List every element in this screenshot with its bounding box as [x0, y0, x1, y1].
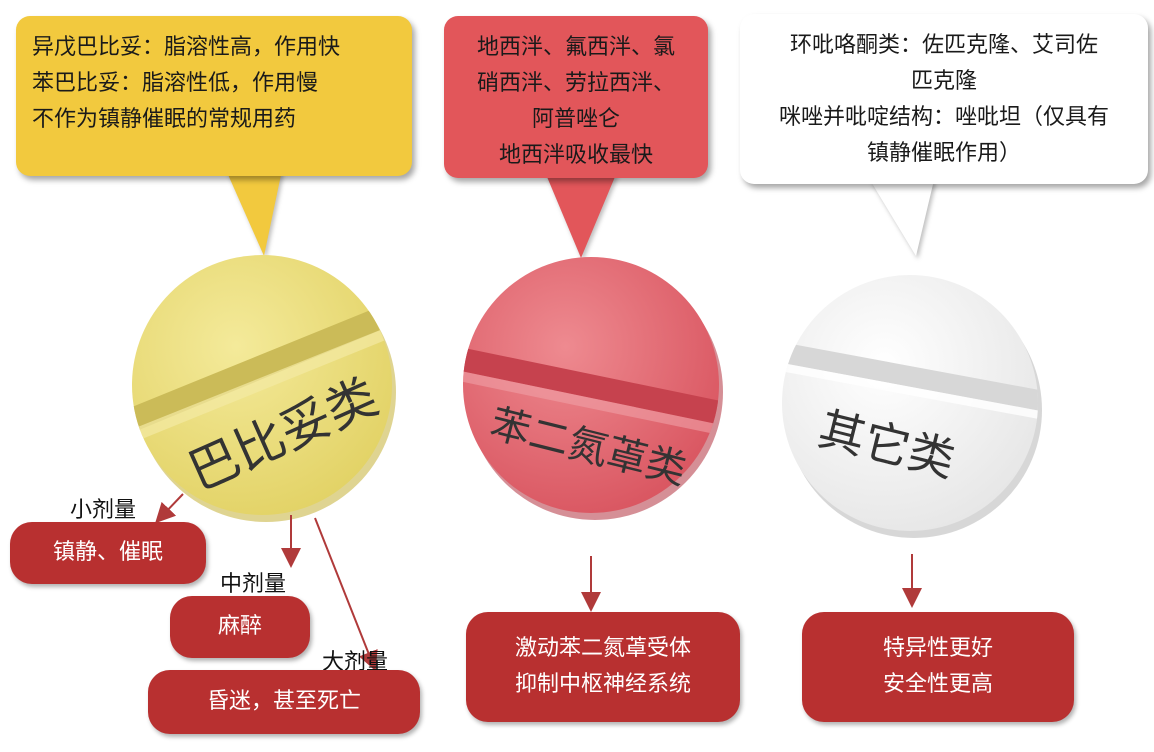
- callout-line: 环吡咯酮类：佐匹克隆、艾司佐: [789, 33, 1098, 58]
- other-callout-tail: [870, 180, 934, 256]
- callout-line: 不作为镇静催眠的常规用药: [32, 107, 297, 132]
- callout-line: 咪唑并吡啶结构：唑吡坦（仅具有: [778, 105, 1109, 130]
- effect-text: 麻醉: [217, 614, 262, 639]
- effect-text: 镇静、催眠: [52, 540, 163, 565]
- effect-text: 抑制中枢神经系统: [514, 672, 691, 697]
- effect-text: 昏迷，甚至死亡: [206, 689, 361, 714]
- dose-label-medium: 中剂量: [220, 572, 287, 597]
- dose-label-small: 小剂量: [70, 498, 137, 523]
- effect-text: 安全性更高: [882, 672, 993, 697]
- callout-line: 匹克隆: [910, 69, 977, 94]
- effect-large-dose: 昏迷，甚至死亡: [148, 670, 420, 734]
- barbiturate-callout-tail: [226, 170, 282, 256]
- other-callout: 环吡咯酮类：佐匹克隆、艾司佐 匹克隆 咪唑并吡啶结构：唑吡坦（仅具有 镇静催眠作…: [740, 14, 1148, 184]
- arrow-large-dose: [314, 517, 378, 672]
- effect-text: 特异性更好: [882, 636, 993, 661]
- benzodiazepine-callout-tail: [545, 172, 617, 258]
- callout-line: 异戊巴比妥：脂溶性高，作用快: [32, 35, 341, 60]
- other-pill: [782, 275, 1042, 538]
- callout-line: 苯巴比妥：脂溶性低，作用慢: [32, 71, 319, 96]
- benzodiazepine-pill: [463, 257, 723, 520]
- arrow-small-dose: [155, 493, 184, 524]
- callout-line: 镇静催眠作用）: [866, 141, 1021, 166]
- effect-other: 特异性更好 安全性更高: [802, 612, 1074, 722]
- benzodiazepine-callout: 地西泮、氟西泮、氯 硝西泮、劳拉西泮、 阿普唑仑 地西泮吸收最快: [444, 16, 708, 178]
- callout-line: 硝西泮、劳拉西泮、: [476, 71, 675, 96]
- effect-small-dose: 镇静、催眠: [10, 522, 206, 584]
- effect-text: 激动苯二氮䓬受体: [514, 636, 691, 661]
- callout-line: 地西泮吸收最快: [498, 143, 653, 168]
- callout-line: 地西泮、氟西泮、氯: [476, 35, 675, 60]
- barbiturate-callout: 异戊巴比妥：脂溶性高，作用快 苯巴比妥：脂溶性低，作用慢 不作为镇静催眠的常规用…: [16, 16, 412, 176]
- effect-benzodiazepine: 激动苯二氮䓬受体 抑制中枢神经系统: [466, 612, 740, 722]
- barbiturate-pill: [132, 255, 396, 522]
- callout-line: 阿普唑仑: [531, 107, 620, 132]
- effect-medium-dose: 麻醉: [170, 596, 310, 658]
